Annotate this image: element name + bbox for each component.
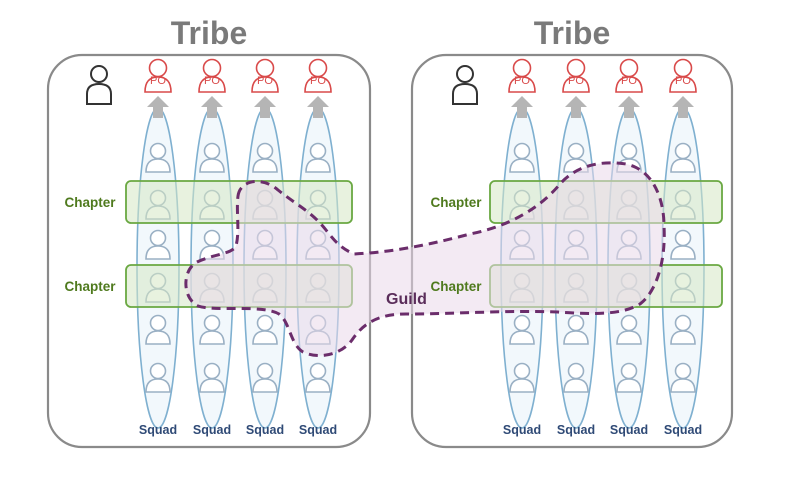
up-arrow-icon — [618, 96, 640, 118]
squad-label-t1-3: Squad — [246, 423, 284, 437]
chapter-label-t1-1: Chapter — [64, 195, 116, 210]
po-person-icon: PO — [304, 58, 332, 93]
po-person-icon: PO — [251, 58, 279, 93]
po-person-icon: PO — [562, 58, 590, 93]
squad-label-t1-1: Squad — [139, 423, 177, 437]
squad-label-t1-4: Squad — [299, 423, 337, 437]
up-arrow-icon — [307, 96, 329, 118]
person-outline-icon — [452, 65, 478, 105]
squad-label-t2-4: Squad — [664, 423, 702, 437]
coach-layer — [86, 65, 478, 105]
squad-label-t2-2: Squad — [557, 423, 595, 437]
tribe-title-2: Tribe — [534, 15, 610, 51]
po-label: PO — [568, 75, 584, 87]
squad-label-t2-3: Squad — [610, 423, 648, 437]
po-label: PO — [204, 75, 220, 87]
chapter-label-t2-2: Chapter — [430, 279, 482, 294]
person-outline-icon — [86, 65, 112, 105]
up-arrow-icon — [511, 96, 533, 118]
po-person-icon: PO — [144, 58, 172, 93]
po-label: PO — [514, 75, 530, 87]
chapter-label-t1-2: Chapter — [64, 279, 116, 294]
chapter-label-t2-1: Chapter — [430, 195, 482, 210]
po-person-icon: PO — [198, 58, 226, 93]
up-arrow-icon — [672, 96, 694, 118]
tribe-title-1: Tribe — [171, 15, 247, 51]
po-label: PO — [150, 75, 166, 87]
up-arrow-icon — [147, 96, 169, 118]
up-arrow-icon — [565, 96, 587, 118]
squad-label-t2-1: Squad — [503, 423, 541, 437]
po-person-icon: PO — [669, 58, 697, 93]
po-label: PO — [257, 75, 273, 87]
squad-label-t1-2: Squad — [193, 423, 231, 437]
up-arrow-icon — [201, 96, 223, 118]
po-label: PO — [675, 75, 691, 87]
guild-label: Guild — [386, 291, 427, 308]
guild-layer: Guild — [184, 161, 666, 357]
product-owners-layer: PO PO PO PO PO PO PO PO — [144, 58, 697, 118]
guild-shape — [184, 161, 666, 357]
po-person-icon: PO — [615, 58, 643, 93]
up-arrow-icon — [254, 96, 276, 118]
tribe-titles: Tribe Tribe — [171, 15, 610, 51]
po-label: PO — [310, 75, 326, 87]
po-person-icon: PO — [508, 58, 536, 93]
po-label: PO — [621, 75, 637, 87]
